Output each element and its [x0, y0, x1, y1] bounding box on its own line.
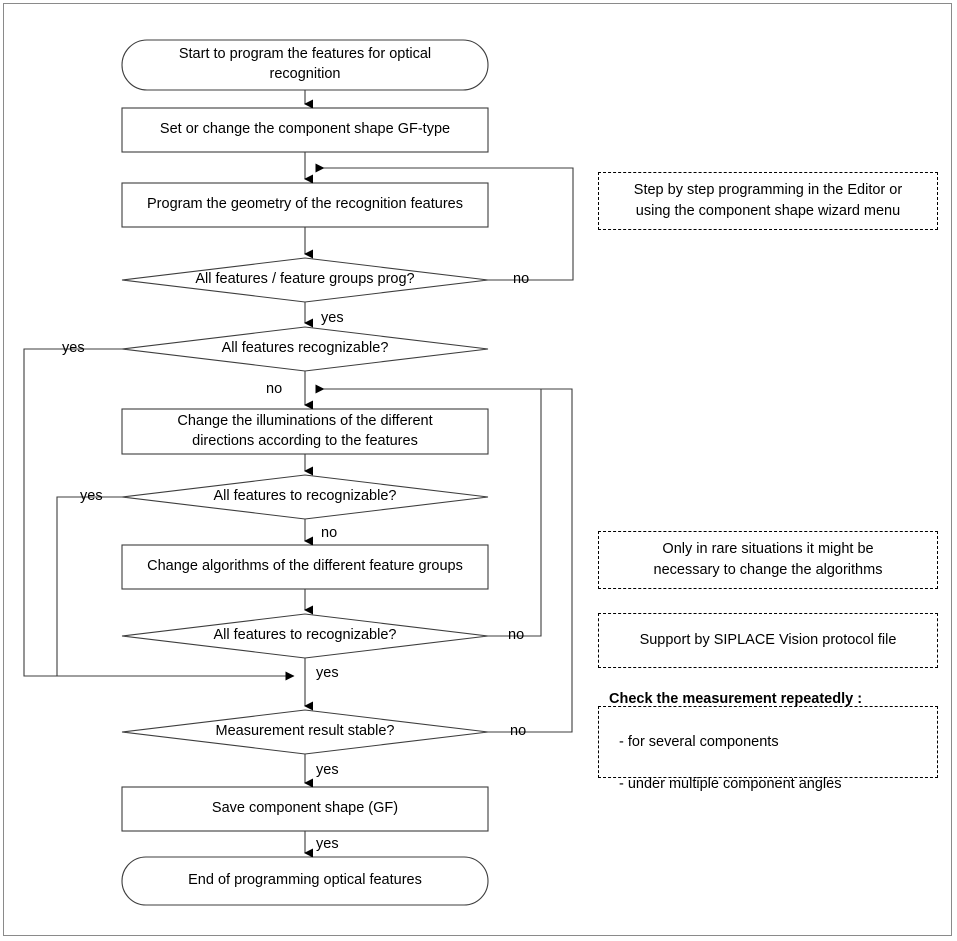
node-set-type-label: Set or change the component shape GF-typ… [159, 121, 451, 138]
node-recognizable2-label: All features to recognizable? [213, 488, 397, 505]
edge-label-rec1-yes: yes [62, 340, 85, 356]
note-algorithms-text: Only in rare situations it might be nece… [653, 540, 883, 578]
node-start: Start to program the features for optica… [130, 40, 480, 90]
edge-label-allprog-no: no [513, 271, 530, 287]
node-change-illumination-shape [121, 408, 489, 455]
node-change-algorithms: Change algorithms of the different featu… [126, 545, 484, 589]
note-editor-text: Step by step programming in the Editor o… [633, 181, 903, 219]
edge-allprog-no-loop [315, 163, 574, 281]
note-check-bullet-1: - for several components [619, 733, 779, 750]
node-all-prog: All features / feature groups prog? [130, 258, 480, 302]
node-recognizable2: All features to recognizable? [130, 475, 480, 519]
edge-label-rec3-no: no [508, 627, 525, 643]
edge-rec3-no-loop [315, 384, 542, 637]
node-end: End of programming optical features [130, 857, 480, 905]
node-start-label: Start to program the features for optica… [178, 46, 432, 82]
note-check-measurement: Check the measurement repeatedly : - for… [598, 691, 938, 792]
edge-stable-no-loop [488, 388, 573, 733]
node-change-algorithms-label: Change algorithms of the different featu… [147, 558, 463, 575]
node-measurement-stable-label: Measurement result stable? [215, 723, 395, 740]
node-recognizable1-shape [121, 326, 489, 372]
edge-label-save-yes: yes [316, 836, 339, 852]
node-recognizable1: All features recognizable? [130, 327, 480, 371]
node-recognizable3: All features to recognizable? [130, 614, 480, 658]
edge-label-allprog-yes: yes [321, 310, 344, 326]
note-algorithms: Only in rare situations it might be nece… [598, 531, 938, 589]
edge-label-rec2-no: no [321, 525, 338, 541]
node-program-geometry-label: Program the geometry of the recognition … [147, 196, 463, 213]
edge-rec1-yes-loop [23, 348, 295, 681]
node-change-algorithms-shape [121, 544, 489, 590]
edge-label-stable-yes: yes [316, 762, 339, 778]
node-recognizable3-label: All features to recognizable? [213, 627, 397, 644]
node-measurement-stable: Measurement result stable? [130, 710, 480, 754]
node-recognizable2-shape [121, 474, 489, 520]
edge-label-rec1-no: no [266, 381, 283, 397]
node-change-illumination: Change the illuminations of the differen… [130, 409, 480, 454]
note-check-title: Check the measurement repeatedly : [609, 691, 863, 708]
node-save-shape-label: Save component shape (GF) [211, 800, 399, 817]
node-change-illumination-label: Change the illuminations of the differen… [177, 412, 433, 449]
edge-rec2-yes-loop [56, 496, 122, 676]
node-save-shape: Save component shape (GF) [130, 787, 480, 831]
node-set-type: Set or change the component shape GF-typ… [130, 108, 480, 152]
edge-label-rec3-yes: yes [316, 665, 339, 681]
note-editor: Step by step programming in the Editor o… [598, 172, 938, 230]
note-protocol: Support by SIPLACE Vision protocol file [598, 613, 938, 668]
note-check-bullet-2: - under multiple component angles [619, 775, 842, 792]
node-recognizable1-label: All features recognizable? [221, 340, 389, 357]
edge-label-stable-no: no [510, 723, 527, 739]
note-protocol-text: Support by SIPLACE Vision protocol file [639, 631, 897, 648]
edge-label-rec2-yes: yes [80, 488, 103, 504]
node-set-type-shape [121, 107, 489, 153]
node-program-geometry: Program the geometry of the recognition … [126, 183, 484, 227]
node-end-label: End of programming optical features [188, 872, 422, 889]
node-all-prog-label: All features / feature groups prog? [195, 271, 415, 288]
